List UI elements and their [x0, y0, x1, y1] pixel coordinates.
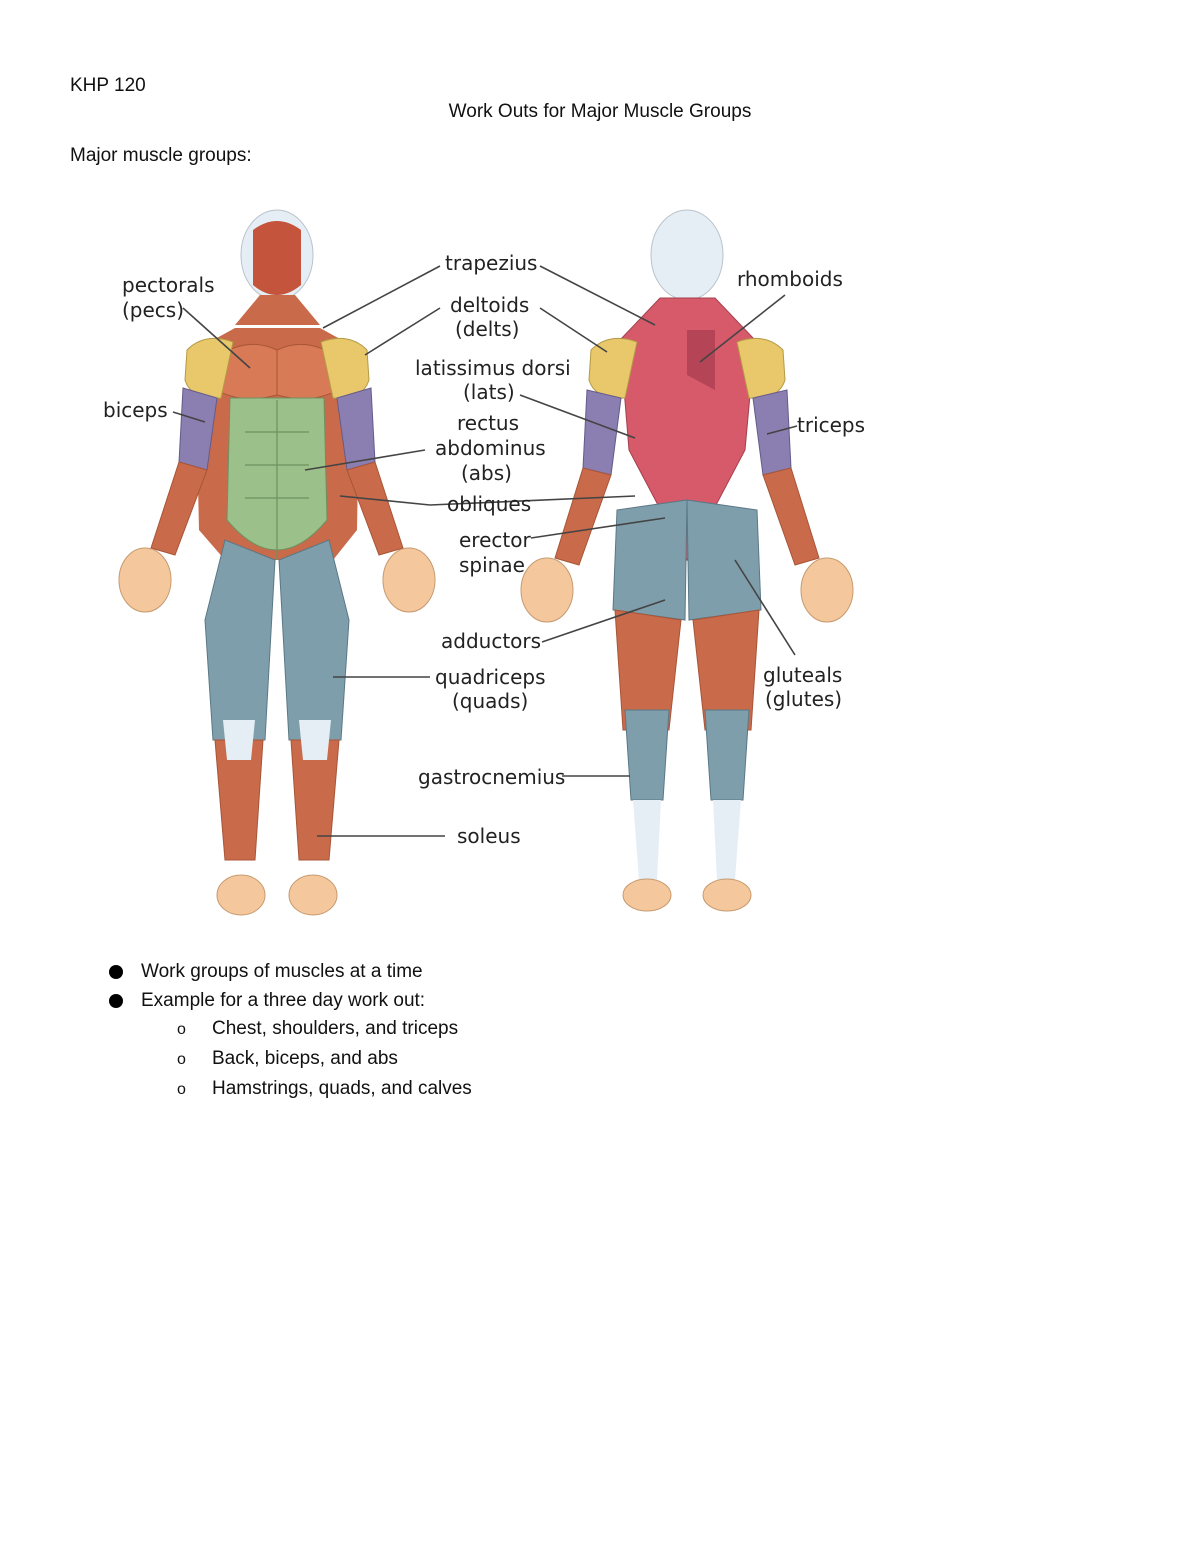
bullet-dot: [109, 994, 123, 1008]
bullet-item: Example for a three day work out:: [141, 990, 426, 1011]
label-abs: (abs): [461, 461, 512, 485]
section-heading: Major muscle groups:: [70, 145, 252, 166]
label-gluteals: gluteals: [763, 663, 842, 687]
sub-bullet-item: Back, biceps, and abs: [212, 1048, 398, 1069]
label-lats: (lats): [463, 380, 515, 404]
label-deltoids: deltoids: [450, 293, 529, 317]
bullet-dot: [109, 965, 123, 979]
label-rhomboids: rhomboids: [737, 267, 843, 291]
label-rectus: rectus: [457, 411, 519, 435]
label-trapezius: trapezius: [445, 251, 537, 275]
leader-lines: [172, 265, 798, 837]
label-glutes: (glutes): [765, 687, 842, 711]
page-title: Work Outs for Major Muscle Groups: [448, 101, 752, 122]
label-obliques: obliques: [447, 492, 531, 516]
label-gastrocnemius: gastrocnemius: [418, 765, 565, 789]
label-delts: (delts): [455, 317, 519, 341]
label-quads: (quads): [452, 689, 528, 713]
muscle-diagram: trapezius pectorals (pecs) deltoids (del…: [103, 209, 865, 916]
label-adductors: adductors: [441, 629, 541, 653]
label-abdominus: abdominus: [435, 436, 546, 460]
sub-bullet-marker: o: [177, 1081, 186, 1098]
label-spinae: spinae: [459, 553, 525, 577]
label-quadriceps: quadriceps: [435, 665, 546, 689]
sub-bullet-marker: o: [177, 1021, 186, 1038]
sub-bullet-item: Hamstrings, quads, and calves: [212, 1078, 472, 1099]
label-pecs: (pecs): [122, 298, 184, 322]
muscle-labels: trapezius pectorals (pecs) deltoids (del…: [103, 251, 865, 848]
course-code: KHP 120: [70, 75, 146, 96]
label-triceps: triceps: [797, 413, 865, 437]
label-pectorals: pectorals: [122, 273, 215, 297]
sub-bullet-marker: o: [177, 1051, 186, 1068]
label-soleus: soleus: [457, 824, 521, 848]
bullet-item: Work groups of muscles at a time: [141, 961, 423, 982]
label-latissimus: latissimus dorsi: [415, 356, 571, 380]
back-body-figure: [520, 209, 854, 912]
label-erector: erector: [459, 528, 531, 552]
front-body-figure: [118, 209, 436, 916]
sub-bullet-item: Chest, shoulders, and triceps: [212, 1018, 459, 1039]
label-biceps: biceps: [103, 398, 168, 422]
